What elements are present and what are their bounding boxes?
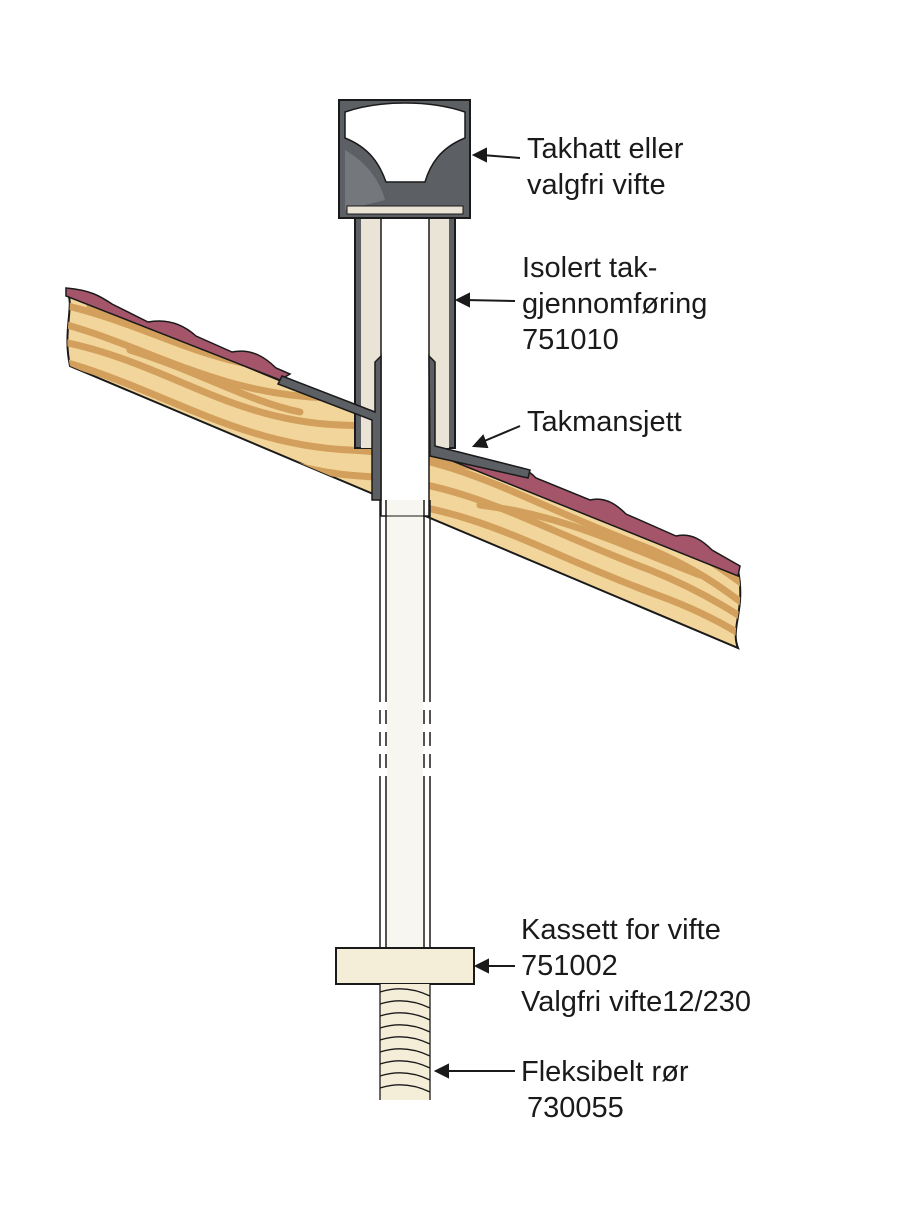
arrow-left-icon xyxy=(471,425,521,449)
label-flex-pipe-line1: Fleksibelt rør xyxy=(521,1056,689,1088)
roof-tiles xyxy=(65,287,741,578)
arrow-left-icon xyxy=(471,147,521,163)
label-fan-box: Kassett for vifte 751002 Valgfri vifte12… xyxy=(521,912,751,1020)
label-roof-passthrough-line1: Isolert tak- xyxy=(522,252,658,284)
label-roof-passthrough-line3: 751010 xyxy=(522,324,619,356)
flexible-pipe xyxy=(379,984,431,1100)
label-cap-line2: valgfri vifte xyxy=(527,169,666,201)
label-flex-pipe-line2: 730055 xyxy=(527,1092,624,1124)
arrow-left-icon xyxy=(473,958,515,974)
label-fan-box-line1: Kassett for vifte xyxy=(521,914,721,946)
label-fan-box-line3: Valgfri vifte12/230 xyxy=(521,986,751,1018)
arrow-left-icon xyxy=(433,1063,515,1079)
arrow-left-icon xyxy=(454,292,516,308)
label-roof-passthrough: Isolert tak- gjennomføring 751010 xyxy=(522,250,707,358)
label-cap-line1: Takhatt eller xyxy=(527,133,684,165)
label-fan-box-line2: 751002 xyxy=(521,950,618,982)
fan-box xyxy=(335,947,475,985)
roof-flashing xyxy=(276,354,531,501)
pipe-fill xyxy=(387,500,423,950)
label-roof-passthrough-line2: gjennomføring xyxy=(522,288,708,320)
label-cap: Takhatt eller valgfri vifte xyxy=(527,131,683,203)
label-flex-pipe: Fleksibelt rør 730055 xyxy=(521,1054,689,1126)
roof-cap xyxy=(338,99,471,219)
label-flashing: Takmansjett xyxy=(527,404,682,440)
vent-pipe xyxy=(379,500,431,950)
label-flashing-line1: Takmansjett xyxy=(527,406,682,438)
